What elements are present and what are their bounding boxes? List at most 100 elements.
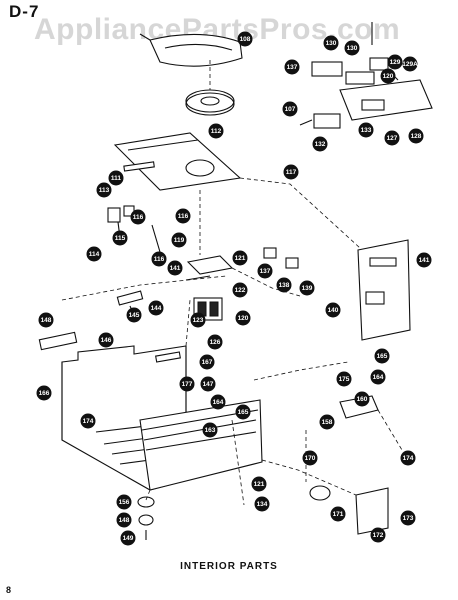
- callout-circle: [126, 307, 142, 323]
- callout-circle: [38, 312, 54, 328]
- callout-label: 146: [101, 337, 112, 344]
- callout-circle: [325, 302, 341, 318]
- callout-label: 126: [210, 339, 221, 346]
- callout-label: 165: [238, 409, 249, 416]
- callout-label: 175: [339, 376, 350, 383]
- part-callout-145: 145: [126, 307, 142, 323]
- blower-wheel: [185, 60, 235, 116]
- callout-label: 116: [133, 214, 144, 221]
- part-callout-116: 116: [175, 208, 191, 224]
- interlock-switch-assembly: [299, 22, 433, 129]
- callout-circle: [408, 128, 424, 144]
- callout-circle: [336, 371, 352, 387]
- callout-label: 158: [322, 419, 333, 426]
- callout-circle: [276, 277, 292, 293]
- callout-label: 141: [419, 257, 430, 264]
- callout-label: 120: [383, 73, 394, 80]
- part-callout-116: 116: [151, 251, 167, 267]
- callout-circle: [98, 332, 114, 348]
- callout-label: 134: [257, 501, 268, 508]
- part-callout-148: 148: [38, 312, 54, 328]
- callout-circle: [130, 209, 146, 225]
- part-callout-165: 165: [235, 404, 251, 420]
- callout-label: 133: [361, 127, 372, 134]
- callout-label: 174: [403, 455, 414, 462]
- part-callout-126: 126: [207, 334, 223, 350]
- callout-label: 144: [151, 305, 162, 312]
- callout-label: 116: [178, 213, 189, 220]
- part-callout-128: 128: [408, 128, 424, 144]
- callout-circle: [175, 208, 191, 224]
- callout-label: 129A: [402, 61, 418, 68]
- callout-label: 137: [260, 268, 271, 275]
- callout-circle: [80, 413, 96, 429]
- part-callout-141: 141: [167, 260, 183, 276]
- callout-label: 173: [403, 515, 414, 522]
- callout-circle: [148, 300, 164, 316]
- part-callout-129A: 129A: [402, 56, 418, 72]
- callout-label: 114: [89, 251, 100, 258]
- callout-label: 121: [254, 481, 265, 488]
- callout-circle: [199, 354, 215, 370]
- callout-label: 164: [373, 374, 384, 381]
- callout-circle: [120, 530, 136, 546]
- callout-circle: [200, 376, 216, 392]
- callout-circle: [237, 31, 253, 47]
- callout-circle: [312, 136, 328, 152]
- callout-label: 108: [240, 36, 251, 43]
- part-callout-114: 114: [86, 246, 102, 262]
- part-callout-111: 111: [108, 170, 124, 186]
- callout-label: 127: [387, 135, 398, 142]
- callout-label: 107: [285, 106, 296, 113]
- callout-label: 112: [211, 128, 222, 135]
- callout-circle: [370, 527, 386, 543]
- callout-label: 119: [174, 237, 185, 244]
- part-callout-141: 141: [416, 252, 432, 268]
- leader-lines: [61, 177, 403, 506]
- callout-label: 115: [115, 235, 126, 242]
- callout-label: 172: [373, 532, 384, 539]
- part-callout-164: 164: [370, 369, 386, 385]
- callout-circle: [387, 54, 403, 70]
- callout-label: 170: [305, 455, 316, 462]
- callout-label: 111: [111, 175, 122, 182]
- part-callout-167: 167: [199, 354, 215, 370]
- diagram-id: D-7: [9, 2, 40, 21]
- part-callout-146: 146: [98, 332, 114, 348]
- callout-label: 149: [123, 535, 134, 542]
- part-callout-133: 133: [358, 122, 374, 138]
- callout-label: 128: [411, 133, 422, 140]
- callout-label: 116: [154, 256, 165, 263]
- callout-circle: [190, 312, 206, 328]
- part-callout-113: 113: [96, 182, 112, 198]
- callout-label: 130: [326, 40, 337, 47]
- callout-circle: [257, 263, 273, 279]
- part-callout-119: 119: [171, 232, 187, 248]
- callout-label: 138: [279, 282, 290, 289]
- callout-circle: [251, 476, 267, 492]
- callout-label: 122: [235, 287, 246, 294]
- part-callout-139: 139: [299, 280, 315, 296]
- callout-circle: [283, 164, 299, 180]
- callout-label: 121: [235, 255, 246, 262]
- callout-circle: [344, 40, 360, 56]
- part-callout-158: 158: [319, 414, 335, 430]
- top-plate: [113, 132, 242, 191]
- part-callout-122: 122: [232, 282, 248, 298]
- callout-circle: [400, 450, 416, 466]
- part-callout-117: 117: [283, 164, 299, 180]
- callout-circle: [167, 260, 183, 276]
- callout-label: 123: [193, 317, 204, 324]
- part-callout-160: 160: [354, 391, 370, 407]
- callout-circle: [208, 123, 224, 139]
- callout-circle: [171, 232, 187, 248]
- callout-label: 129: [390, 59, 401, 66]
- part-callout-172: 172: [370, 527, 386, 543]
- callout-label: 174: [83, 418, 94, 425]
- part-callout-130: 130: [344, 40, 360, 56]
- callout-label: 167: [202, 359, 213, 366]
- callout-circle: [319, 414, 335, 430]
- oven-cavity: [38, 331, 263, 491]
- callout-label: 113: [99, 187, 110, 194]
